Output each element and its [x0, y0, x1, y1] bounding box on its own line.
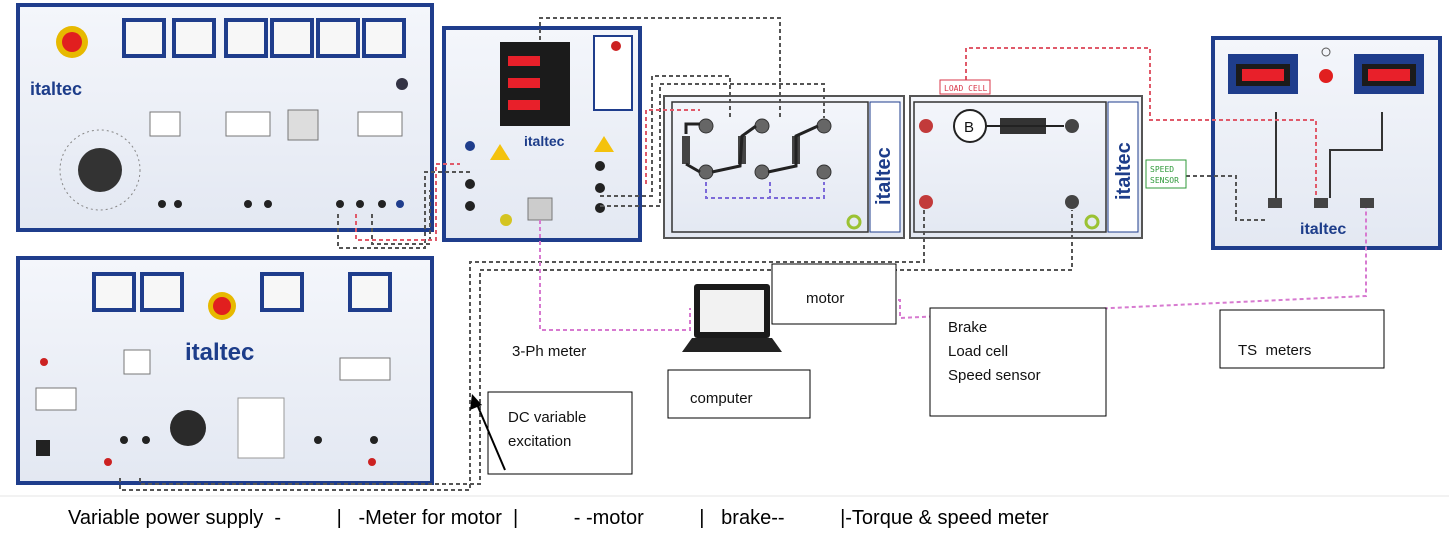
svg-text:B: B — [964, 119, 974, 136]
digital-display-icon — [1368, 69, 1410, 81]
computer-label-box: computer — [667, 369, 811, 419]
load-cell-label-line: Load cell — [948, 343, 1008, 360]
motor-panel: italtec — [663, 95, 905, 239]
brand-logo: italtec — [185, 339, 254, 366]
motor-label-box: motor — [771, 263, 897, 325]
terminal-icon — [698, 118, 832, 180]
caption: Variable power supply - | -Meter for mot… — [68, 507, 1049, 529]
analog-meter-icon — [122, 18, 406, 58]
brand-logo: italtec — [524, 133, 565, 149]
ts-meters-label: TS meters — [1238, 342, 1311, 359]
brand-logo: italtec — [873, 147, 895, 205]
power-supply-panel-top: italtec — [16, 3, 434, 232]
rotary-knob-icon — [78, 148, 122, 192]
svg-text:LOAD CELL: LOAD CELL — [944, 84, 988, 93]
socket-icon — [237, 397, 285, 459]
speed-sensor-label-line: Speed sensor — [948, 367, 1041, 384]
laptop-icon — [682, 284, 782, 352]
svg-text:SPEED: SPEED — [1150, 165, 1174, 174]
emergency-stop-icon — [62, 32, 82, 52]
brand-logo: italtec — [1300, 221, 1346, 238]
dc-excitation-line-2: excitation — [508, 433, 571, 450]
computer-label: computer — [690, 390, 753, 407]
ts-meters-label-box: TS meters — [1219, 309, 1385, 369]
load-cell-tag: LOAD CELL — [939, 79, 991, 95]
brake-panel: italtec B — [909, 95, 1143, 239]
dc-excitation-line-1: DC variable — [508, 409, 586, 426]
three-ph-meter-label: 3-Ph meter — [512, 343, 586, 360]
motor-label: motor — [806, 290, 844, 307]
brand-logo: italtec — [30, 79, 82, 99]
brake-label-box: Brake Load cell Speed sensor — [929, 307, 1107, 417]
arrow-icon — [470, 394, 506, 471]
torque-speed-meter-panel: italtec — [1211, 36, 1442, 250]
svg-text:SENSOR: SENSOR — [1150, 176, 1179, 185]
digital-display-icon — [508, 56, 540, 110]
power-supply-panel-bottom: italtec — [16, 256, 434, 485]
speed-sensor-tag: SPEED SENSOR — [1145, 159, 1187, 189]
digital-display-icon — [1242, 69, 1284, 81]
dc-excitation-label-box: DC variable excitation — [487, 391, 633, 475]
brake-label-line: Brake — [948, 319, 987, 336]
three-phase-meter-panel: italtec — [442, 26, 642, 242]
brand-logo: italtec — [1113, 142, 1135, 200]
